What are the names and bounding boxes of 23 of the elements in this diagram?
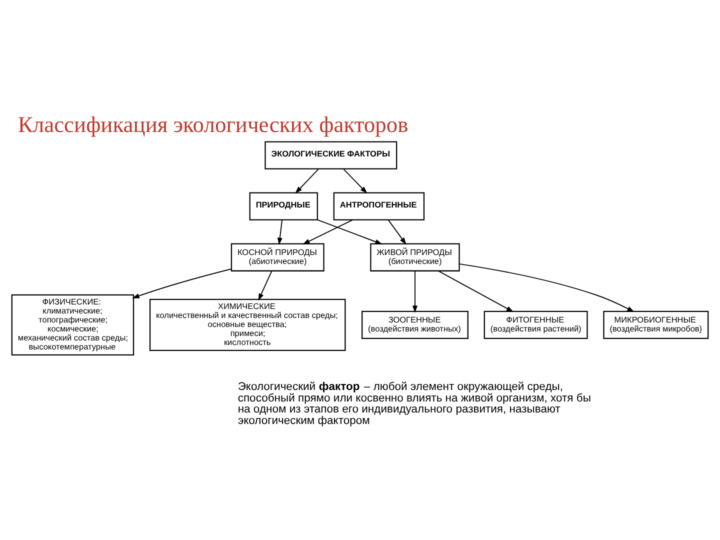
- node-box: ФИЗИЧЕСКИЕ: климатические; топографические; космические; механический состав среды; высокотемпературные: [11, 294, 134, 355]
- arrow: [458, 262, 634, 312]
- node-box: КОСНОЙ ПРИРОДЫ (абиотические): [230, 242, 324, 271]
- node-box: ХИМИЧЕСКИЕ количественный и качественный состав среды; основные вещества; примеси; кислотность: [149, 298, 346, 350]
- node-box: МИКРОБИОГЕННЫЕ (воздействия микробов): [603, 310, 709, 338]
- arrow: [132, 268, 232, 298]
- node-box: ЗООГЕННЫЕ (воздействия животных): [362, 310, 468, 338]
- node-box: ЖИВОЙ ПРИРОДЫ (биотические): [370, 242, 460, 271]
- arrow: [412, 270, 418, 312]
- node-box: ФИТОГЕННЫЕ (воздействия растений): [484, 310, 588, 338]
- arrow: [316, 218, 382, 244]
- arrow: [438, 270, 514, 312]
- arrow: [277, 219, 283, 244]
- arrow: [258, 270, 272, 300]
- diagram-title: Классификация экологических факторов: [18, 112, 408, 137]
- node-box: ПРИРОДНЫЕ: [249, 192, 318, 220]
- arrow: [343, 168, 368, 194]
- arrow: [302, 218, 354, 244]
- node-box: АНТРОПОГЕННЫЕ: [333, 192, 425, 220]
- arrow: [388, 219, 406, 244]
- label: Экологический фактор – любой элемент окружающей среды, способный прямо или косвенно влиять на живой организм, хотя бы на одном из этапов его индивидуального развития, называют экологическим фактором: [238, 380, 591, 426]
- node-box: ЭКОЛОГИЧЕСКИЕ ФАКТОРЫ: [264, 140, 398, 169]
- arrow: [295, 168, 319, 194]
